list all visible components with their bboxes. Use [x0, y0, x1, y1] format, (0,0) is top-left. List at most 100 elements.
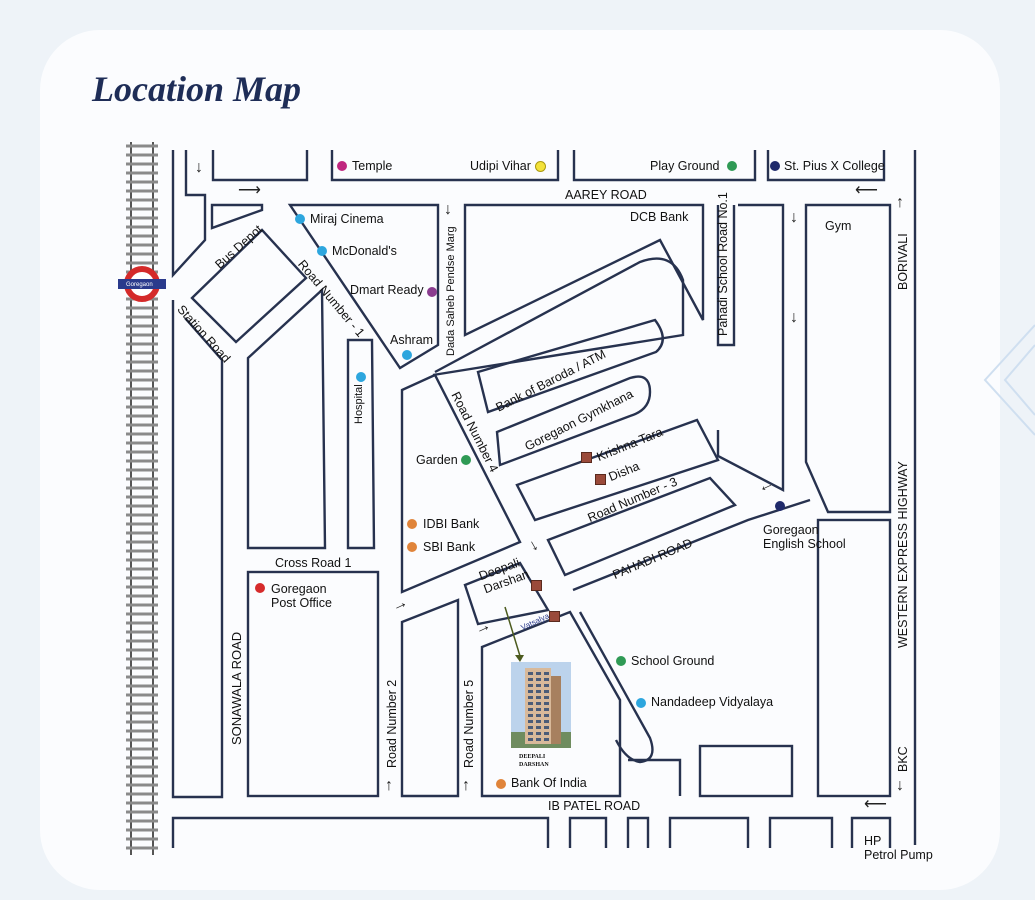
- bottom-block-a: [698, 744, 794, 798]
- building-window: [544, 684, 549, 687]
- building-window: [536, 690, 541, 693]
- arrow-down-icon: ↓: [195, 159, 203, 176]
- building-window: [528, 702, 533, 705]
- gymkhana-block: [476, 318, 664, 414]
- building-window: [528, 672, 533, 675]
- pahadi-school-block: [716, 203, 785, 492]
- pahadi-school-road-label: Pahadi School Road No.1: [716, 192, 730, 336]
- nandadeep-marker: [636, 698, 646, 708]
- building-window: [544, 696, 549, 699]
- temple-marker: [337, 161, 347, 171]
- dada-saheb-label: Dada Saheb Pendse Marg: [445, 226, 457, 356]
- building-window: [536, 672, 541, 675]
- decorative-chevron: [983, 324, 1035, 436]
- bank-of-india-label: Bank Of India: [511, 776, 587, 790]
- aarey-road-label: AAREY ROAD: [565, 188, 647, 202]
- post-office-label: Goregaon Post Office: [271, 582, 332, 610]
- english-school-label: Goregaon English School: [763, 523, 846, 551]
- school-ground-marker: [616, 656, 626, 666]
- bottom-block-5: [768, 816, 834, 848]
- building-window: [544, 738, 549, 741]
- building-window: [536, 702, 541, 705]
- dmart-marker: [427, 287, 437, 297]
- road2-block: [400, 598, 460, 798]
- road-network: [171, 150, 917, 848]
- temple-label: Temple: [352, 159, 393, 173]
- arrow-up-icon: ↑: [462, 777, 470, 794]
- bus-depot-block: [190, 228, 308, 344]
- building-window: [536, 684, 541, 687]
- hospital-block: [346, 338, 376, 550]
- udipi-label: Udipi Vihar: [470, 159, 531, 173]
- gym-label: Gym: [825, 219, 852, 233]
- building-window: [544, 714, 549, 717]
- deepali-block: [463, 561, 550, 626]
- arrow-left-icon: ⟵: [855, 182, 878, 199]
- building-window: [528, 714, 533, 717]
- playground-label: Play Ground: [650, 159, 720, 173]
- building-window: [544, 672, 549, 675]
- building-window: [544, 678, 549, 681]
- building-caption: DEEPALI DARSHAN: [519, 754, 549, 768]
- gymkhana-inner: [495, 375, 652, 467]
- top-block-3: [572, 150, 757, 182]
- page-title: Location Map: [92, 69, 302, 109]
- sbi-label: SBI Bank: [423, 540, 476, 554]
- aarey-block: [463, 203, 705, 337]
- arrow-down-icon: ↓: [790, 309, 798, 326]
- building-window: [544, 702, 549, 705]
- bottom-block-2: [568, 816, 608, 848]
- arrow-left-icon: ⟵: [864, 796, 887, 813]
- road1-block: [210, 203, 264, 230]
- garden-marker: [461, 455, 471, 465]
- station-label: Goregaon: [126, 282, 153, 288]
- school-ground-label: School Ground: [631, 654, 715, 668]
- building-window: [536, 696, 541, 699]
- miraj-block: [287, 203, 440, 370]
- building-window: [544, 720, 549, 723]
- cross-road-1-label: Cross Road 1: [275, 556, 352, 570]
- petrol-pump-label: HP Petrol Pump: [864, 834, 933, 862]
- building-window: [544, 690, 549, 693]
- deepali-darshan-building-image: [511, 662, 571, 748]
- building-pointer: [504, 606, 521, 657]
- building-window: [528, 738, 533, 741]
- building-window: [528, 690, 533, 693]
- bottom-block-4: [668, 816, 750, 848]
- ib-patel-road-label: IB PATEL ROAD: [548, 799, 641, 813]
- borivali-label: BORIVALI: [896, 233, 910, 290]
- deepali-marker: [531, 580, 542, 591]
- railway-track: [126, 142, 158, 855]
- building-window: [528, 696, 533, 699]
- building-window: [528, 684, 533, 687]
- building-window: [536, 720, 541, 723]
- building-window: [528, 708, 533, 711]
- arrow-up-icon: ↑: [385, 777, 393, 794]
- bottom-block-3: [626, 816, 650, 848]
- highway-label: WESTERN EXPRESS HIGHWAY: [896, 461, 910, 648]
- english-school-marker: [775, 501, 785, 511]
- vatsalya-marker: [549, 611, 560, 622]
- building-window: [528, 732, 533, 735]
- mcdonalds-marker: [317, 246, 327, 256]
- post-office-block: [246, 570, 380, 798]
- krishna-tara-block: [515, 418, 720, 522]
- building-window: [528, 720, 533, 723]
- ashram-label: Ashram: [390, 333, 434, 347]
- building-window: [528, 726, 533, 729]
- building-window: [536, 678, 541, 681]
- goregaon-station-icon: [118, 266, 166, 302]
- building-window: [544, 708, 549, 711]
- gymkhana-outer: [432, 257, 685, 377]
- road3-block: [546, 476, 738, 577]
- miraj-label: Miraj Cinema: [310, 212, 384, 226]
- st-pius-label: St. Pius X College: [784, 159, 885, 173]
- idbi-label: IDBI Bank: [423, 517, 480, 531]
- left-strip: [171, 150, 207, 279]
- ashram-marker: [402, 350, 412, 360]
- arrow-down-icon: ↓: [790, 209, 798, 226]
- sonawala-block: [246, 287, 327, 550]
- dcb-label: DCB Bank: [630, 210, 689, 224]
- bank-of-india-marker: [496, 779, 506, 789]
